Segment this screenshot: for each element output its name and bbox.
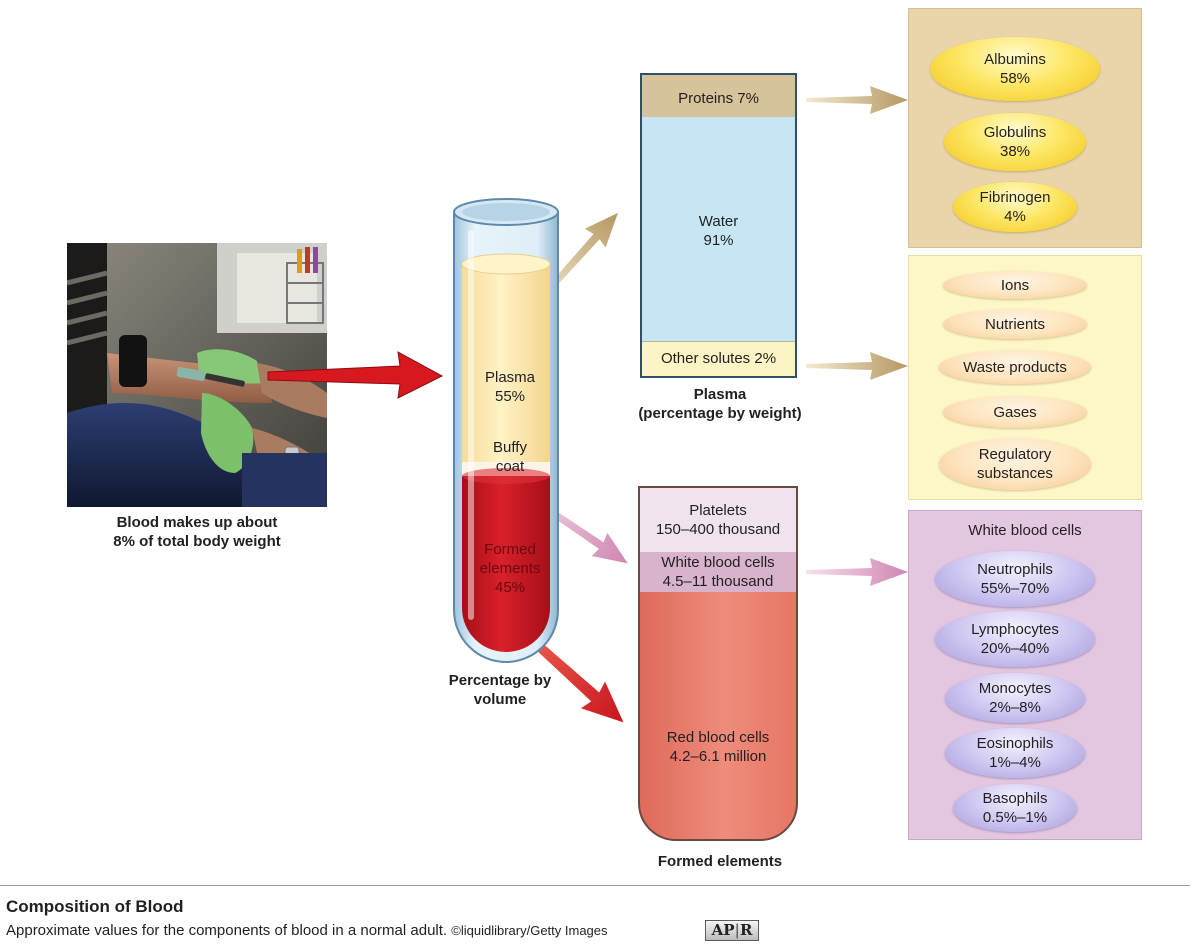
regulatory-label: Regulatory [978,446,1052,463]
globulins-oval: Globulins 38% [944,113,1086,171]
tube-formed-label: Formed elements 45% [460,540,560,597]
neutrophils-pct: 55%–70% [980,580,1050,597]
tube-formed-pct: 45% [494,579,526,596]
tube-plasma [462,264,550,470]
monocytes-label: Monocytes [978,680,1052,697]
formed-caption: Formed elements [657,853,783,870]
photo-caption: Blood makes up about 8% of total body we… [40,513,354,551]
globulins-pct: 38% [999,143,1031,160]
tube-formed-line1: Formed [484,541,536,558]
albumins-label: Albumins [984,51,1046,68]
tube-caption-line2: volume [473,691,527,708]
wbc-box-title: White blood cells [968,522,1082,539]
waste-products-oval: Waste products [939,350,1091,384]
test-tube [453,198,559,663]
tube-formed-line2: elements [479,560,541,577]
photo-caption-line1: Blood makes up about [116,514,278,531]
apr-badge[interactable]: AP|R [705,920,759,941]
tube-plasma-label: Plasma 55% [460,368,560,406]
plasma-water-text: Water [698,213,739,230]
apr-badge-right: R [739,921,753,939]
arrow-wbc-to-box [806,558,908,586]
albumins-oval: Albumins 58% [930,37,1100,101]
fibrinogen-pct: 4% [1004,208,1026,225]
formed-wbc-text: White blood cells 4.5–11 thousand [640,552,796,591]
lymphocytes-oval: Lymphocytes 20%–40% [935,611,1095,667]
tube-buffy-line2: coat [495,458,525,475]
apr-badge-left: AP [711,921,735,939]
formed-wbc-band: White blood cells 4.5–11 thousand [640,552,796,592]
monocytes-pct: 2%–8% [989,699,1041,716]
tube-buffy-label: Buffy coat [460,438,560,476]
plasma-column: Proteins 7% Water 91% Other solutes 2% [640,73,797,378]
caption-credit: ©liquidlibrary/Getty Images [451,923,608,938]
plasma-water-pct: 91% [703,232,734,249]
photo-caption-line2: 8% of total body weight [113,533,281,550]
neutrophils-label: Neutrophils [977,561,1053,578]
caption-body: Approximate values for the components of… [6,922,608,939]
eosinophils-label: Eosinophils [976,735,1054,752]
rbc-value: 4.2–6.1 million [669,748,767,765]
proteins-box: Albumins 58% Globulins 38% Fibrinogen 4% [908,8,1142,248]
platelets-label: Platelets [689,502,747,519]
albumins-pct: 58% [999,70,1031,87]
neutrophils-oval: Neutrophils 55%–70% [935,551,1095,607]
waste-products-label: Waste products [963,358,1067,376]
basophils-pct: 0.5%–1% [982,809,1048,826]
nutrients-label: Nutrients [984,315,1046,333]
basophils-label: Basophils [982,790,1048,807]
formed-platelets-band: Platelets 150–400 thousand [640,488,796,552]
lymphocytes-pct: 20%–40% [980,640,1050,657]
formed-platelets-text: Platelets 150–400 thousand [640,488,796,539]
tube-formed-elements [462,476,550,652]
substances-label: substances [977,465,1053,482]
eosinophils-oval: Eosinophils 1%–4% [945,728,1085,778]
caption-divider [0,885,1190,886]
blood-draw-photo [67,243,327,507]
gases-label: Gases [993,403,1037,421]
plasma-other-label: Other solutes 2% [660,350,777,367]
plasma-proteins-label: Proteins 7% [678,90,759,107]
regulatory-substances-oval: Regulatory substances [939,438,1091,490]
wbc-value: 4.5–11 thousand [662,573,774,590]
solutes-box: Ions Nutrients Waste products Gases Regu… [908,255,1142,500]
formed-column: Platelets 150–400 thousand White blood c… [638,486,798,841]
basophils-oval: Basophils 0.5%–1% [953,784,1077,832]
tube-buffy-line1: Buffy [493,439,527,456]
tube-caption-line1: Percentage by [448,672,552,689]
arrow-photo-to-tube [267,351,444,399]
plasma-proteins-band: Proteins 7% [642,75,795,117]
tube-plasma-text: Plasma [484,369,536,386]
monocytes-oval: Monocytes 2%–8% [945,673,1085,723]
globulins-label: Globulins [983,124,1047,141]
platelets-value: 150–400 thousand [655,521,781,538]
eosinophils-pct: 1%–4% [989,754,1041,771]
plasma-water-label: Water 91% [642,212,795,250]
tube-plasma-pct: 55% [494,388,526,405]
ions-label: Ions [1000,276,1030,294]
ions-oval: Ions [943,271,1087,299]
gases-oval: Gases [943,396,1087,428]
arrow-solutes-to-box [806,352,908,380]
rbc-label: Red blood cells [666,729,770,746]
caption-title: Composition of Blood [6,897,184,916]
caption-body-text: Approximate values for the components of… [6,922,452,939]
plasma-caption-line1: Plasma [693,386,747,403]
fibrinogen-label: Fibrinogen [979,189,1051,206]
arrow-proteins-to-box [806,86,908,114]
fibrinogen-oval: Fibrinogen 4% [953,182,1077,232]
wbc-box: White blood cells Neutrophils 55%–70% Ly… [908,510,1142,840]
lymphocytes-label: Lymphocytes [971,621,1059,638]
plasma-caption-line2: (percentage by weight) [638,405,802,422]
formed-rbc-text: Red blood cells 4.2–6.1 million [640,728,796,766]
tube-caption: Percentage by volume [430,671,570,709]
plasma-other-band: Other solutes 2% [642,341,795,376]
nutrients-oval: Nutrients [943,309,1087,339]
plasma-caption: Plasma (percentage by weight) [610,385,830,423]
wbc-label: White blood cells [661,554,775,571]
